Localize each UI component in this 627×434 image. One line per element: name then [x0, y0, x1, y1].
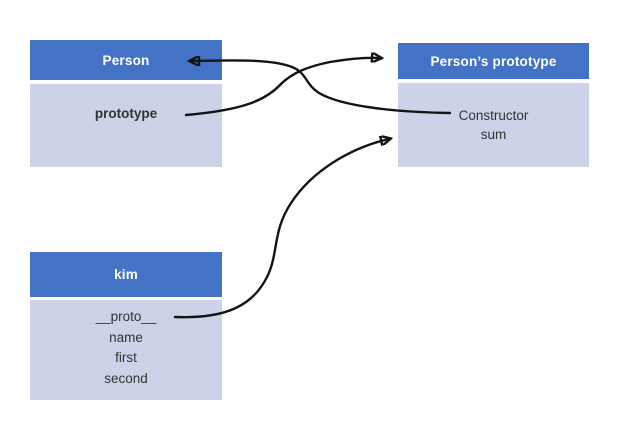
- field-proto: __proto__: [95, 309, 157, 324]
- node-person: Person prototype: [30, 40, 222, 167]
- node-person-body: prototype: [30, 84, 222, 167]
- field-prototype: prototype: [94, 106, 158, 121]
- field-constructor: Constructor: [458, 108, 529, 123]
- field-second: second: [104, 370, 148, 386]
- node-kim: kim __proto__ name first second: [30, 252, 222, 400]
- node-person-title: Person: [30, 40, 222, 80]
- field-first: first: [115, 350, 137, 365]
- node-persons-prototype: Person’s prototype Constructor sum: [398, 43, 589, 167]
- node-persons-prototype-body: Constructor sum: [398, 83, 589, 167]
- node-kim-title: kim: [30, 252, 222, 297]
- field-sum: sum: [480, 127, 507, 142]
- node-persons-prototype-title: Person’s prototype: [398, 43, 589, 79]
- node-kim-body: __proto__ name first second: [30, 300, 222, 400]
- field-name: name: [109, 329, 143, 345]
